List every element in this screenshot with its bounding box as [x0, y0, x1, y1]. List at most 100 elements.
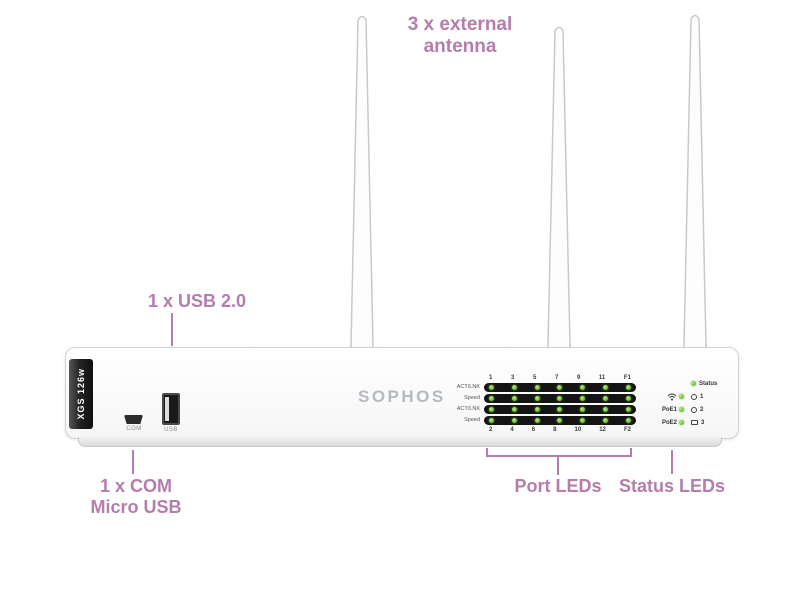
- green-led: [511, 418, 517, 423]
- status-row: Status: [646, 377, 738, 390]
- green-led: [557, 396, 563, 401]
- green-led: [511, 396, 517, 401]
- status-led-label: Status: [699, 380, 718, 387]
- green-led: [534, 418, 540, 423]
- status-led-label: 3: [701, 419, 705, 426]
- port-number: 1: [489, 375, 493, 381]
- annotation-antenna-line1: 3 x external: [407, 14, 513, 35]
- com-callout-line: [132, 450, 134, 474]
- port-number: 9: [576, 375, 581, 381]
- com-port-label: COM: [126, 426, 142, 432]
- port-number: 2: [489, 427, 493, 433]
- status-callout-line: [671, 450, 673, 474]
- port-number: 3: [510, 375, 515, 381]
- green-led: [603, 407, 609, 412]
- port-leds-bracket-left-tick: [486, 448, 488, 457]
- green-led: [679, 420, 684, 425]
- green-led: [603, 396, 609, 401]
- annotation-com: 1 x COM Micro USB: [56, 476, 216, 518]
- antenna-middle: [547, 26, 571, 352]
- status-led-label: 1: [700, 393, 704, 400]
- green-led: [625, 396, 631, 401]
- green-led: [603, 418, 609, 423]
- micro-usb-com-port: [124, 415, 143, 424]
- status-row: PoE1 2: [646, 403, 738, 416]
- port-number: F2: [623, 427, 631, 433]
- annotation-port-leds: Port LEDs: [514, 476, 602, 496]
- green-led: [534, 407, 540, 412]
- port-number: F1: [623, 375, 631, 381]
- green-led: [679, 394, 684, 399]
- green-led: [625, 418, 631, 423]
- poe2-label: PoE2: [661, 419, 677, 426]
- status-row: PoE2 3: [646, 416, 738, 429]
- green-led: [489, 418, 494, 423]
- led-row-label: ACT/LNK: [456, 406, 480, 412]
- green-led: [691, 381, 696, 386]
- port-number: 8: [553, 427, 557, 433]
- model-badge-label: XGS 126w: [76, 368, 86, 420]
- port-number: 12: [599, 427, 606, 433]
- port-leds-bracket-drop: [557, 455, 559, 475]
- green-led: [557, 385, 563, 390]
- green-led: [489, 396, 494, 401]
- annotation-antenna: 3 x external antenna: [370, 14, 550, 59]
- led-row-label: ACT/LNK: [456, 384, 480, 390]
- green-led: [534, 385, 540, 390]
- green-led: [580, 418, 586, 423]
- led-row: [484, 416, 636, 425]
- annotation-antenna-line2: antenna: [423, 36, 497, 58]
- annotation-usb: 1 x USB 2.0: [147, 291, 247, 311]
- annotation-com-line1: 1 x COM: [99, 476, 173, 496]
- antenna-left: [350, 15, 374, 352]
- green-led: [534, 396, 540, 401]
- port-leds-bracket: [486, 455, 632, 457]
- status-led-label: 2: [700, 406, 704, 413]
- led-row: [484, 394, 636, 403]
- green-led: [557, 407, 563, 412]
- green-led: [625, 407, 631, 412]
- wifi-icon: [667, 393, 677, 400]
- display-icon: [691, 420, 698, 425]
- appliance-base: [78, 437, 722, 447]
- led-row-label: Speed: [464, 395, 480, 401]
- port-number: 4: [510, 427, 514, 433]
- green-led: [679, 407, 684, 412]
- status-led-panel: Status 1 PoE1: [646, 377, 738, 429]
- green-led: [489, 385, 494, 390]
- green-led: [511, 385, 517, 390]
- power-circle-icon: [691, 406, 697, 413]
- green-led: [489, 407, 494, 412]
- status-row: 1: [646, 390, 738, 403]
- model-badge: XGS 126w: [69, 359, 93, 429]
- green-led: [580, 385, 586, 390]
- green-led: [625, 385, 631, 390]
- led-row: [484, 405, 636, 414]
- port-number: 7: [554, 375, 559, 381]
- port-number: 5: [532, 375, 537, 381]
- port-led-panel: 1 3 5 7 9 11 F1 ACT/LNK Speed ACT/LNK Sp…: [448, 374, 638, 434]
- antenna-right: [683, 14, 707, 352]
- usb-port-label: USB: [164, 427, 178, 433]
- power-circle-icon: [691, 393, 697, 400]
- appliance-body: XGS 126w COM USB SOPHOS 1 3 5 7 9 11 F1 …: [65, 347, 739, 439]
- green-led: [580, 407, 586, 412]
- port-numbers-bottom: 2 4 6 8 10 12 F2: [484, 426, 636, 434]
- annotation-status-leds: Status LEDs: [618, 476, 726, 496]
- green-led: [580, 396, 586, 401]
- port-number: 10: [574, 427, 582, 433]
- port-number: 11: [598, 375, 606, 381]
- green-led: [603, 385, 609, 390]
- sophos-logo: SOPHOS: [358, 387, 446, 406]
- port-numbers-top: 1 3 5 7 9 11 F1: [484, 374, 636, 382]
- poe1-label: PoE1: [661, 406, 677, 413]
- led-row: [484, 383, 636, 392]
- port-number: 6: [531, 427, 536, 433]
- usb-callout-line: [171, 313, 173, 346]
- led-row-label: Speed: [464, 417, 480, 423]
- usb-port: [162, 393, 180, 425]
- annotation-com-line2: Micro USB: [90, 497, 182, 518]
- green-led: [511, 407, 517, 412]
- port-leds-bracket-right-tick: [630, 448, 632, 457]
